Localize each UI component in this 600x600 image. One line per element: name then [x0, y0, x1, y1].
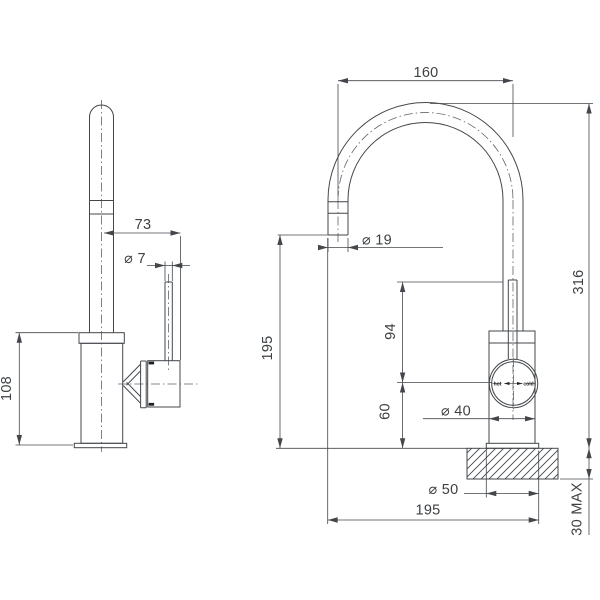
dim-label-195-vertical: 195 — [260, 335, 276, 360]
dim-lever-rod-diameter: ⌀ 7 — [124, 251, 190, 281]
side-spout — [89, 104, 114, 333]
side-lever-rod — [164, 281, 173, 361]
dim-body-diameter: ⌀ 40 — [423, 404, 535, 422]
front-spout-arch — [327, 102, 524, 201]
dim-label-73: 73 — [135, 217, 152, 233]
front-spout-outlet — [327, 200, 349, 236]
front-centerlines — [337, 112, 514, 420]
dim-label-60: 60 — [378, 403, 394, 420]
cold-label: cold — [523, 382, 533, 388]
dim-spout-arc-width: 160 — [337, 65, 514, 196]
hot-label: hot — [494, 382, 502, 388]
dim-label-7: ⌀ 7 — [124, 251, 146, 267]
cold-arrow-icon — [517, 382, 523, 385]
side-body — [73, 332, 128, 449]
front-mixer-dial: hot cold — [488, 358, 539, 409]
dim-spout-outlet-diameter: ⌀ 19 — [318, 233, 443, 252]
dim-lower-body-height: 60 — [378, 382, 406, 449]
dim-flange-diameter: ⌀ 50 — [428, 450, 540, 524]
side-cone-joint — [122, 360, 147, 409]
dim-max-bench-thickness: 30 MAX — [560, 448, 593, 536]
dim-label-19: ⌀ 19 — [362, 233, 392, 249]
dim-pivot-height: 94 — [383, 281, 503, 449]
dim-label-30-max: 30 MAX — [570, 482, 586, 535]
dim-label-160: 160 — [413, 65, 438, 81]
dim-outlet-clearance: 195 — [260, 234, 467, 449]
dim-body-height: 108 — [0, 332, 78, 446]
front-riser — [502, 199, 524, 359]
side-view: 73 ⌀ 7 108 — [0, 100, 200, 452]
bench-section — [466, 447, 559, 480]
dim-horizontal-reach: 195 — [327, 238, 539, 524]
hot-arrow-icon — [504, 382, 510, 385]
dim-label-94: 94 — [383, 323, 399, 340]
dim-spout-to-handle: 73 — [104, 217, 181, 360]
side-base-flange — [73, 442, 128, 449]
front-body — [485, 330, 540, 449]
side-handle-knob — [147, 360, 181, 408]
dim-label-316: 316 — [571, 269, 587, 294]
front-base-flange — [485, 442, 540, 449]
side-centerlines — [101, 100, 200, 452]
dim-overall-height: 316 — [430, 103, 593, 449]
dim-label-40: ⌀ 40 — [441, 404, 471, 420]
dim-label-108: 108 — [0, 376, 15, 401]
dim-label-50: ⌀ 50 — [428, 482, 458, 498]
dim-label-195-horizontal: 195 — [415, 503, 440, 519]
front-view: hot cold 160 ⌀ 19 316 — [260, 65, 593, 536]
